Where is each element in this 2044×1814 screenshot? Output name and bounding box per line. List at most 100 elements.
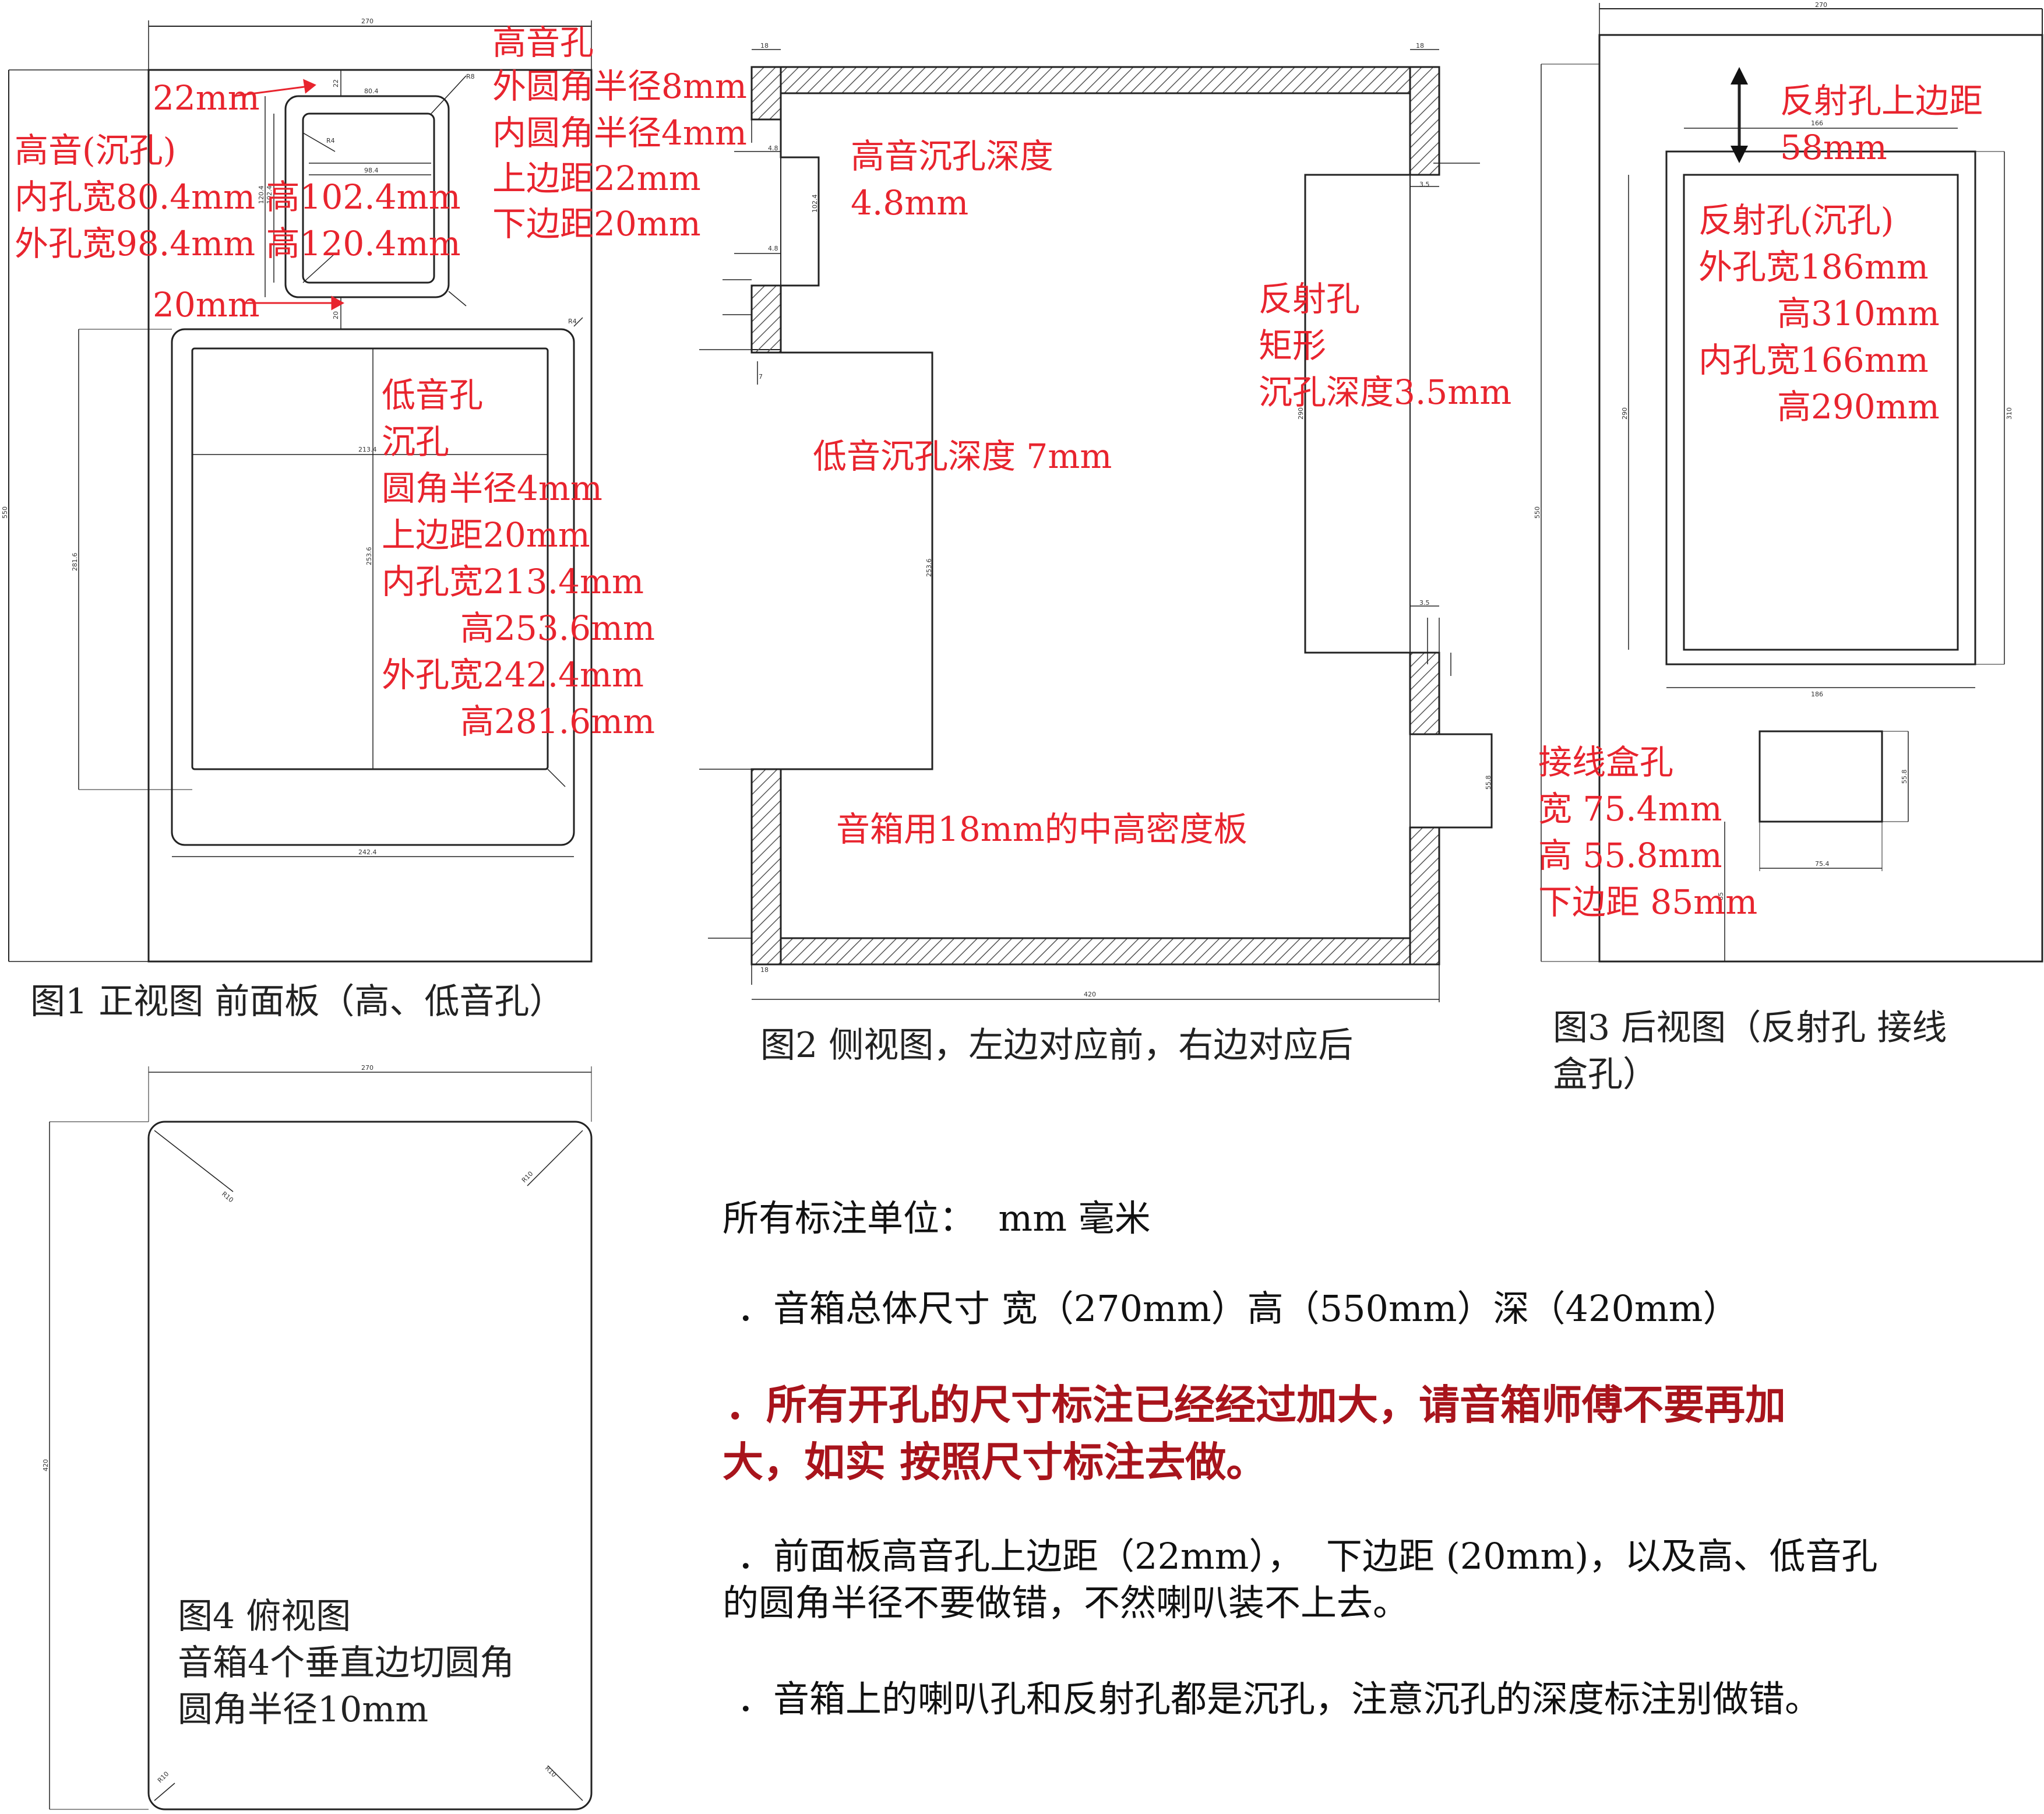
port-label-1: 反射孔 bbox=[1259, 279, 1361, 319]
port-outer-hole bbox=[1665, 150, 1976, 665]
tweeter-spec-4: 下边距20mm bbox=[492, 204, 701, 244]
board-note: 音箱用18mm的中高密度板 bbox=[836, 809, 1247, 849]
dim-wf-inner-w: 213.4 bbox=[358, 446, 377, 453]
dim-top-r3: R10 bbox=[156, 1770, 170, 1784]
woofer-spec-6: 高253.6mm bbox=[460, 608, 656, 648]
port-spec-5: 高290mm bbox=[1777, 387, 1940, 427]
jack-spec-3: 高 55.8mm bbox=[1538, 836, 1722, 875]
dim-tw-bottom: 20 bbox=[332, 311, 340, 319]
dim-jack-h-back: 55.8 bbox=[1901, 770, 1908, 784]
port-spec-1: 反射孔(沉孔) bbox=[1698, 200, 1894, 240]
jack-hole bbox=[1758, 730, 1883, 823]
dim-side-board-bottom: 18 bbox=[760, 966, 769, 974]
dim-side-board-top: 18 bbox=[760, 42, 769, 50]
dim-port-sink-2: 3.5 bbox=[1419, 599, 1430, 607]
front-board-upper bbox=[750, 66, 782, 121]
port-spec-3: 高310mm bbox=[1777, 294, 1940, 333]
port-top-value: 58mm bbox=[1780, 128, 1887, 167]
tweeter-top-margin: 22mm bbox=[153, 78, 260, 118]
tweeter-sunk-spec-2: 外孔宽98.4mm 高120.4mm bbox=[15, 224, 461, 263]
tweeter-spec-1: 外圆角半径8mm bbox=[492, 66, 747, 106]
front-board-lower bbox=[750, 768, 782, 966]
side-view bbox=[699, 49, 1493, 1002]
figure2-caption: 图2 侧视图，左边对应前，右边对应后 bbox=[760, 1025, 1354, 1066]
figure1-caption: 图1 正视图 前面板（高、低音孔） bbox=[30, 981, 565, 1022]
dim-top-depth: 420 bbox=[42, 1459, 50, 1471]
bottom-board bbox=[780, 937, 1411, 966]
note-overall: ．音箱总体尺寸 宽（270mm）高（550mm）深（420mm） bbox=[737, 1287, 1739, 1330]
dim-tw-outer-h: 120.4 bbox=[258, 186, 265, 205]
dim-top-width: 270 bbox=[361, 1064, 373, 1072]
dim-wf-r: R4 bbox=[568, 318, 577, 325]
note-warning-2: 大，如实 按照尺寸标注去做。 bbox=[723, 1438, 1267, 1486]
tweeter-sunk-title: 高音(沉孔) bbox=[15, 131, 177, 170]
port-spec-4: 内孔宽166mm bbox=[1698, 340, 1929, 380]
top-panel-outline bbox=[147, 1121, 593, 1811]
back-board-upper bbox=[1409, 66, 1440, 176]
dim-port-inner-h: 290 bbox=[1621, 407, 1629, 420]
port-inner-hole bbox=[1683, 174, 1959, 651]
top-view bbox=[49, 1066, 593, 1811]
dim-jack-h: 55.8 bbox=[1485, 776, 1492, 790]
note-unit: 所有标注单位： mm 毫米 bbox=[723, 1197, 1151, 1239]
dim-tw-depth-h: 102.4 bbox=[811, 195, 819, 213]
figure3-caption-2: 盒孔） bbox=[1553, 1054, 1658, 1095]
tweeter-inner-hole bbox=[302, 112, 435, 284]
dim-port-inner-w: 166 bbox=[1811, 119, 1823, 127]
dim-tw-sink: 4.8 bbox=[768, 145, 778, 152]
woofer-spec-3: 圆角半径4mm bbox=[382, 469, 602, 508]
dim-port-h: 290 bbox=[1297, 407, 1305, 420]
figure4-caption-2: 音箱4个垂直边切圆角 bbox=[178, 1643, 515, 1683]
front-board-middle bbox=[750, 284, 782, 354]
figure3-caption-1: 图3 后视图（反射孔 接线 bbox=[1553, 1008, 1947, 1048]
woofer-spec-2: 沉孔 bbox=[382, 422, 450, 462]
dim-wf-outer-h: 281.6 bbox=[71, 553, 79, 572]
note-margins-1: ．前面板高音孔上边距（22mm）， 下边距 (20mm)，以及高、低音孔 bbox=[737, 1535, 1878, 1577]
dim-tw-top: 22 bbox=[332, 79, 340, 87]
dim-back-width: 270 bbox=[1815, 1, 1827, 9]
port-label-2: 矩形 bbox=[1259, 326, 1327, 365]
jack-spec-4: 下边距 85mm bbox=[1538, 882, 1758, 922]
figure4-caption-1: 图4 俯视图 bbox=[178, 1596, 351, 1637]
back-board-middle bbox=[1409, 651, 1440, 735]
jack-spec-1: 接线盒孔 bbox=[1538, 742, 1674, 782]
jack-spec-2: 宽 75.4mm bbox=[1538, 789, 1722, 829]
dim-tw-inner-w: 80.4 bbox=[364, 87, 379, 95]
note-sunk: ．音箱上的喇叭孔和反射孔都是沉孔，注意沉孔的深度标注别做错。 bbox=[737, 1678, 1821, 1720]
dim-jack-bottom: 85 bbox=[1717, 892, 1725, 900]
tweeter-outer-hole bbox=[284, 95, 450, 298]
port-label-3: 沉孔深度3.5mm bbox=[1259, 372, 1512, 412]
port-spec-2: 外孔宽186mm bbox=[1698, 247, 1929, 287]
dim-top-r1: R10 bbox=[220, 1190, 235, 1204]
note-margins-2: 的圆角半径不要做错，不然喇叭装不上去。 bbox=[723, 1581, 1409, 1624]
tweeter-depth-label: 高音沉孔深度 bbox=[851, 136, 1054, 176]
dim-tw-sink-2: 4.8 bbox=[768, 245, 778, 252]
port-top-label: 反射孔上边距 bbox=[1780, 81, 1983, 121]
woofer-inner-hole bbox=[191, 347, 549, 770]
dim-top-r2: R10 bbox=[520, 1170, 534, 1184]
dim-tw-outer-w: 98.4 bbox=[364, 167, 379, 174]
dim-port-sink: 3.5 bbox=[1419, 181, 1430, 188]
woofer-outer-hole bbox=[171, 328, 575, 846]
dim-port-outer-h: 310 bbox=[2006, 407, 2013, 420]
woofer-spec-4: 上边距20mm bbox=[382, 515, 590, 555]
woofer-spec-5: 内孔宽213.4mm bbox=[382, 562, 644, 601]
dim-wf-sink: 7 bbox=[759, 373, 763, 381]
dim-jack-w: 75.4 bbox=[1815, 860, 1830, 868]
tweeter-spec-3: 上边距22mm bbox=[492, 158, 701, 198]
tweeter-sunk-spec-1: 内孔宽80.4mm 高102.4mm bbox=[15, 177, 461, 217]
dim-wf-depth-h: 253.6 bbox=[925, 559, 933, 577]
dim-front-width: 270 bbox=[361, 17, 373, 25]
dimension-labels: 270 550 80.4 98.4 120.4 102.4 22 20 R8 R… bbox=[1, 1, 2013, 1784]
dim-side-depth: 420 bbox=[1084, 991, 1096, 998]
tweeter-spec-2: 内圆角半径4mm bbox=[492, 113, 747, 153]
dim-tw-r-inner: R4 bbox=[326, 137, 335, 145]
note-warning-1: ．所有开孔的尺寸标注已经经过加大，请音箱师傅不要再加 bbox=[725, 1380, 1786, 1429]
woofer-spec-7: 外孔宽242.4mm bbox=[382, 655, 644, 695]
woofer-spec-8: 高281.6mm bbox=[460, 702, 656, 741]
back-board-lower bbox=[1409, 826, 1440, 966]
woofer-spec-1: 低音孔 bbox=[382, 375, 484, 415]
dim-top-r4: R10 bbox=[544, 1764, 558, 1778]
